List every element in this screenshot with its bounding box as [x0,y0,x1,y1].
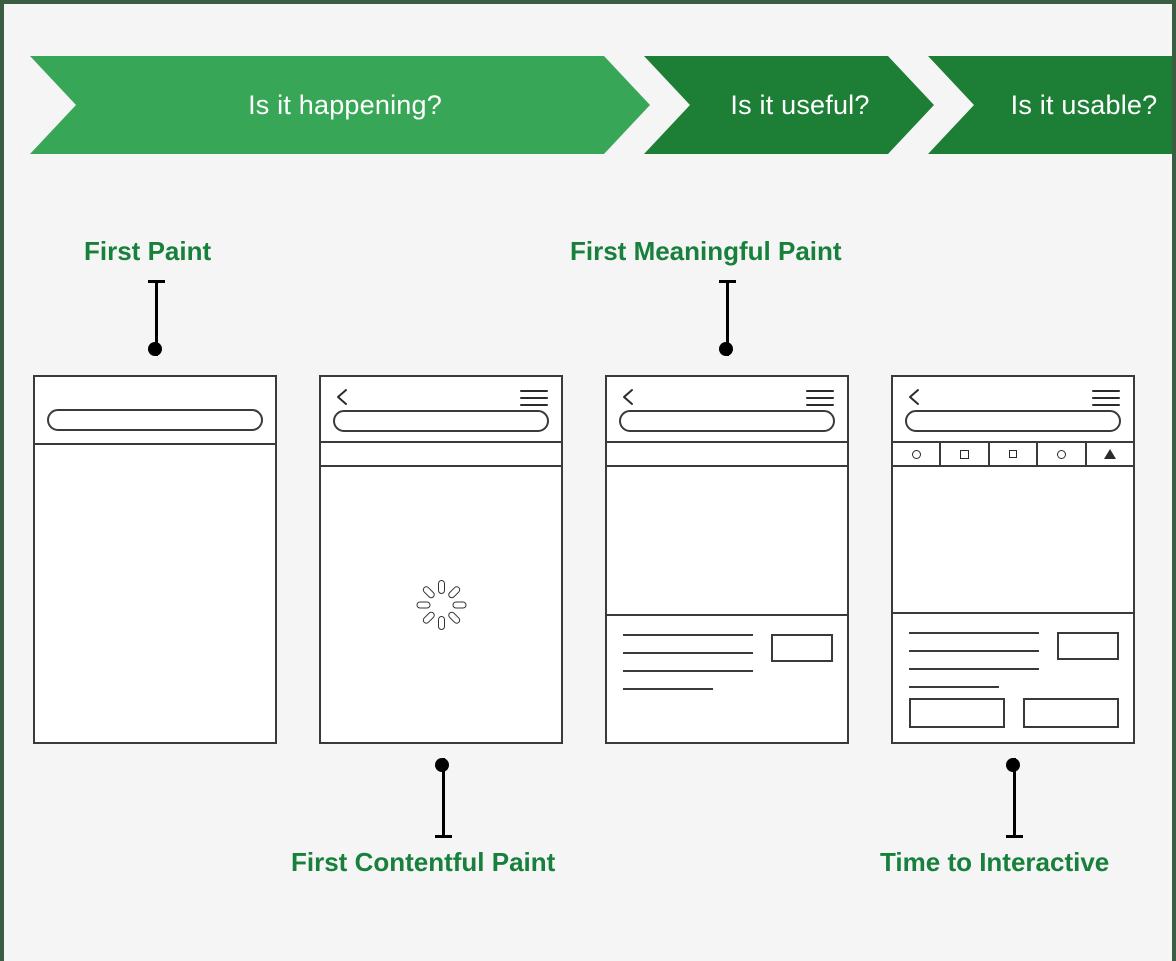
phase-chevron-is-it-useful[interactable]: Is it useful? [644,56,934,154]
spinner-spoke [416,601,430,608]
browser-chrome [607,377,847,443]
nav-tab-3[interactable] [990,443,1039,465]
menu-bar [520,390,548,392]
tab-strip [321,443,561,467]
leader-line-first-contentful-paint [430,758,456,838]
spinner-spoke [446,609,462,625]
phone-mockup-first-paint [33,375,277,744]
text-line [909,650,1039,652]
page-viewport-blank [35,445,275,742]
hamburger-menu-icon[interactable] [806,390,834,406]
phase-label: Is it useful? [730,89,870,120]
leader-stem [155,280,158,356]
menu-bar [520,404,548,406]
browser-chrome [321,377,561,443]
phase-label: Is it usable? [1010,89,1158,120]
leader-dot [148,342,162,356]
menu-bar [1092,404,1120,406]
menu-bar [1092,397,1120,399]
square-small-icon [1009,450,1018,458]
nav-tab-4[interactable] [1038,443,1087,465]
text-placeholder-block [623,634,753,690]
nav-tab-2[interactable] [941,443,990,465]
hero-region [893,467,1133,614]
menu-bar [806,404,834,406]
leader-line-first-meaningful-paint [714,280,740,356]
menu-bar [806,390,834,392]
phone-mockup-time-to-interactive [891,375,1135,744]
loading-spinner-icon [415,579,467,631]
text-line [623,634,753,636]
nav-tab-5[interactable] [1087,443,1133,465]
tab-strip [607,443,847,467]
phase-chevron-is-it-usable[interactable]: Is it usable? [928,56,1172,154]
square-icon [960,449,970,459]
browser-chrome [893,377,1133,443]
url-bar[interactable] [47,409,263,431]
text-line [909,686,999,688]
triangle-icon [1103,449,1116,459]
url-bar[interactable] [333,410,549,432]
text-line [909,668,1039,670]
spinner-spoke [437,579,445,594]
spinner-spoke [437,615,445,630]
hamburger-menu-icon[interactable] [520,390,548,406]
back-chevron-icon[interactable] [335,388,349,406]
spinner-spoke [420,584,436,600]
image-placeholder [771,634,833,662]
metric-label-first-paint: First Paint [84,236,212,266]
browser-chrome [35,377,275,445]
metric-label-first-contentful-paint: First Contentful Paint [291,847,556,877]
leader-line-first-paint [143,280,169,356]
phase-banner: Is it happening? Is it useful? Is it usa… [30,56,1172,154]
spinner-spoke [446,584,462,600]
hero-region [607,467,847,616]
leader-stem [442,758,445,838]
cta-button-left[interactable] [909,698,1005,728]
leader-cap [1006,835,1023,838]
url-bar[interactable] [905,410,1121,432]
text-line [623,688,713,690]
spinner-spoke [452,601,466,608]
metric-label-first-meaningful-paint: First Meaningful Paint [570,236,842,266]
content-region [893,614,1133,742]
text-placeholder-block [909,632,1039,688]
menu-bar [520,397,548,399]
leader-line-time-to-interactive [1001,758,1027,838]
circle-icon [911,449,921,459]
leader-dot [719,342,733,356]
metric-label-time-to-interactive: Time to Interactive [880,847,1110,877]
phase-label: Is it happening? [248,89,442,120]
phone-mockup-first-meaningful-paint [605,375,849,744]
phase-chevron-is-it-happening[interactable]: Is it happening? [30,56,650,154]
back-chevron-icon[interactable] [621,388,635,406]
leader-stem [1013,758,1016,838]
circle-icon [1056,449,1066,459]
page-viewport-loading [321,467,561,742]
text-line [623,652,753,654]
phone-mockup-first-contentful-paint [319,375,563,744]
menu-bar [806,397,834,399]
url-bar[interactable] [619,410,835,432]
cta-button-right[interactable] [1023,698,1119,728]
nav-tab-1[interactable] [893,443,942,465]
cta-button-row [909,698,1119,728]
spinner-spoke [420,609,436,625]
text-line [909,632,1039,634]
text-line [623,670,753,672]
back-chevron-icon[interactable] [907,388,921,406]
menu-bar [1092,390,1120,392]
content-region [607,616,847,742]
leader-cap [435,835,452,838]
hamburger-menu-icon[interactable] [1092,390,1120,406]
image-placeholder [1057,632,1119,660]
nav-tab-bar [893,443,1133,467]
leader-stem [726,280,729,356]
